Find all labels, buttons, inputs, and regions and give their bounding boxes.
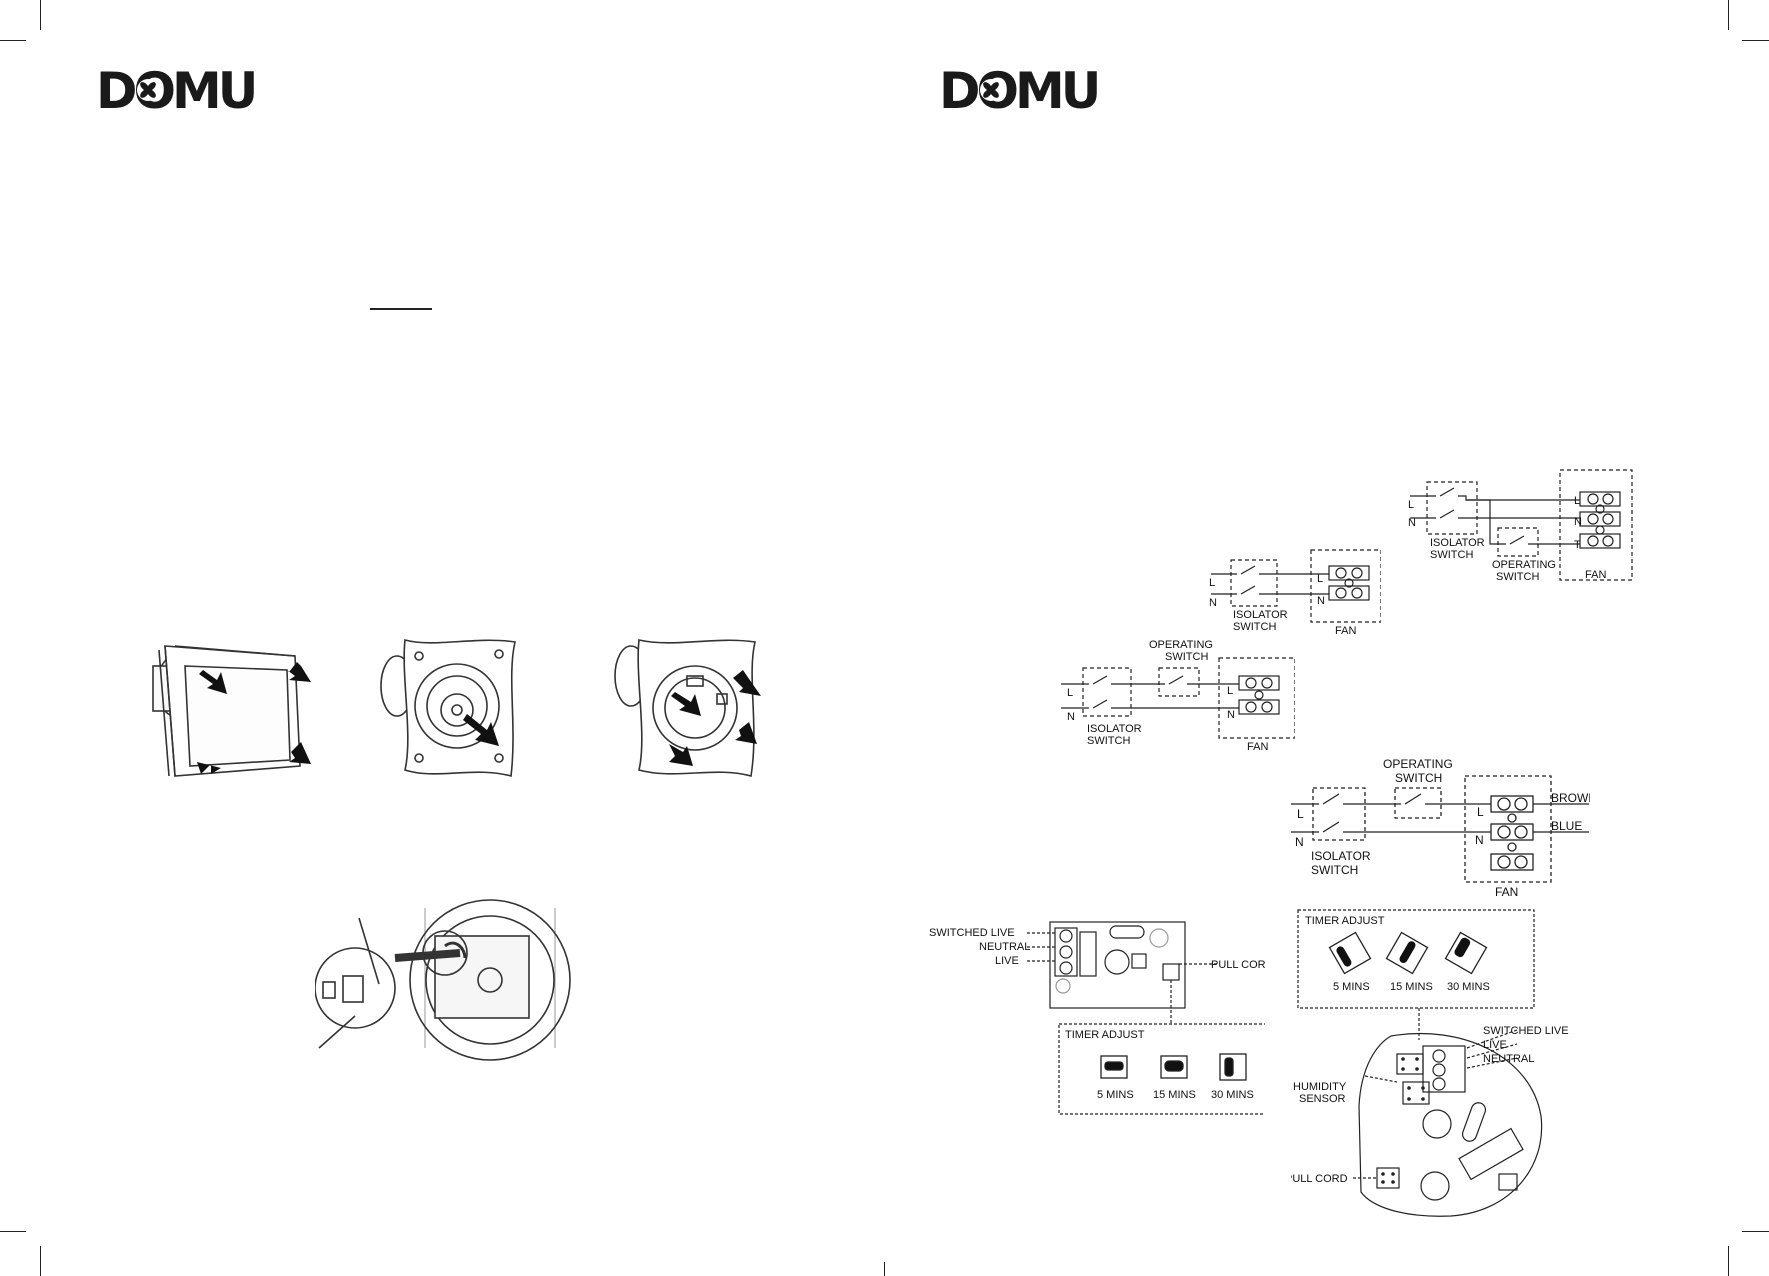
operating-label: SWITCH <box>1496 571 1539 583</box>
terminal-label: L <box>1574 495 1580 507</box>
terminal-label: LIVE <box>995 955 1019 967</box>
terminal-label: L <box>1317 573 1323 585</box>
pcb-round-diagram: TIMER ADJUST 5 MINS 15 MINS 30 MINS SWIT… <box>1291 909 1569 1217</box>
jumper-5-icon <box>1100 1055 1128 1079</box>
crop-mark <box>0 40 26 41</box>
pull-cord-label: PULL CORD <box>1211 959 1265 971</box>
jumper-15-icon <box>1385 931 1429 975</box>
isolator-label: SWITCH <box>1233 621 1276 633</box>
timer-option: 30 MINS <box>1211 1089 1254 1101</box>
jumper-30-icon <box>1444 931 1488 975</box>
operating-label: OPERATING <box>1492 559 1556 571</box>
terminal-label: N <box>1574 516 1582 528</box>
terminal-label: NEUTRAL <box>979 941 1030 953</box>
figure-fan-front <box>152 645 311 777</box>
input-label: L <box>1067 687 1073 699</box>
input-label: L <box>1408 499 1414 511</box>
pull-cord-label: PULL CORD <box>1291 1173 1348 1185</box>
wire-label: BLUE <box>1551 819 1582 833</box>
crop-mark <box>1742 40 1769 41</box>
fan-icon <box>983 82 999 98</box>
input-label: L <box>1209 577 1215 589</box>
input-label: N <box>1209 597 1217 609</box>
isolator-label: SWITCH <box>1087 735 1130 747</box>
arrow-icon <box>669 670 761 766</box>
fan-label: FAN <box>1335 625 1356 636</box>
input-label: N <box>1067 711 1075 723</box>
domus-logo: DOMUS <box>96 64 256 116</box>
isolator-label: ISOLATOR <box>1311 849 1371 863</box>
domus-logo: DOMUS <box>939 64 1099 116</box>
figure-fan-open <box>380 638 516 778</box>
wiring-diagram-d: L N L N BROWN BLUE OPERATING SWITCH ISOL… <box>1291 757 1590 899</box>
crop-mark <box>40 1246 41 1276</box>
fan-label: FAN <box>1495 885 1518 899</box>
terminal-label: N <box>1317 595 1325 607</box>
left-page: DOMUS <box>0 0 884 1276</box>
wire-label: BROWN <box>1551 791 1590 805</box>
operating-label: SWITCH <box>1165 651 1208 663</box>
wiring-diagram-a: L N L N T ISOLATOR SWITCH OPERATING SWIT… <box>1408 469 1633 583</box>
timer-option: 15 MINS <box>1390 981 1433 993</box>
input-label: N <box>1295 835 1304 849</box>
input-label: L <box>1297 807 1304 821</box>
figure-fan-back <box>614 639 761 778</box>
timer-option: 30 MINS <box>1447 981 1490 993</box>
crop-mark <box>1728 1246 1729 1276</box>
jumper-15-icon <box>1160 1055 1188 1079</box>
timer-adjust-title: TIMER ADJUST <box>1305 915 1385 927</box>
timer-adjust-title: TIMER ADJUST <box>1065 1029 1145 1041</box>
wiring-diagram-c: L N L N OPERATING SWITCH ISOLATOR SWITCH… <box>1061 639 1295 753</box>
crop-mark <box>1728 0 1729 30</box>
isolator-label: ISOLATOR <box>1430 537 1485 549</box>
crop-mark <box>0 1231 26 1232</box>
humidity-label: HUMIDITY <box>1293 1081 1347 1093</box>
center-crop-mark <box>884 1262 885 1276</box>
logo-text: DOMUS <box>939 64 1099 116</box>
terminal-label: N <box>1475 833 1484 847</box>
fan-label: FAN <box>1585 569 1606 581</box>
figure-cable-entry <box>315 899 571 1061</box>
crop-mark <box>40 0 41 30</box>
fan-icon <box>140 82 156 98</box>
wiring-diagram-b: L N L N ISOLATOR SWITCH FAN <box>1209 549 1381 636</box>
terminal-label: L <box>1227 685 1233 697</box>
arrow-icon <box>197 662 311 774</box>
terminal-label: SWITCHED LIVE <box>929 927 1015 939</box>
jumper-5-icon <box>1328 931 1372 975</box>
fan-label: FAN <box>1247 741 1268 753</box>
logo-text: DOMUS <box>96 64 256 116</box>
input-label: N <box>1408 517 1416 529</box>
terminal-label: N <box>1227 709 1235 721</box>
terminal-label: L <box>1477 805 1484 819</box>
operating-label: OPERATING <box>1149 639 1213 651</box>
terminal-label: SWITCHED LIVE <box>1483 1025 1569 1037</box>
underline-mark <box>370 308 432 310</box>
isolator-label: ISOLATOR <box>1233 609 1288 621</box>
terminal-label: LIVE <box>1483 1039 1507 1051</box>
humidity-label: SENSOR <box>1299 1093 1346 1105</box>
arrow-icon <box>463 714 499 746</box>
isolator-label: ISOLATOR <box>1087 723 1142 735</box>
crop-mark <box>1742 1231 1769 1232</box>
timer-option: 15 MINS <box>1153 1089 1196 1101</box>
isolator-label: SWITCH <box>1311 863 1358 877</box>
right-page: DOMUS L N L N T <box>885 0 1769 1276</box>
isolator-label: SWITCH <box>1430 549 1473 561</box>
operating-label: OPERATING <box>1383 757 1453 771</box>
jumper-30-icon <box>1219 1053 1247 1081</box>
operating-label: SWITCH <box>1395 771 1442 785</box>
terminal-label: NEUTRAL <box>1483 1053 1534 1065</box>
timer-option: 5 MINS <box>1333 981 1370 993</box>
terminal-label: T <box>1574 539 1581 551</box>
timer-option: 5 MINS <box>1097 1089 1134 1101</box>
pcb-square-diagram: SWITCHED LIVE NEUTRAL LIVE PULL CORD TIM… <box>929 921 1265 1115</box>
